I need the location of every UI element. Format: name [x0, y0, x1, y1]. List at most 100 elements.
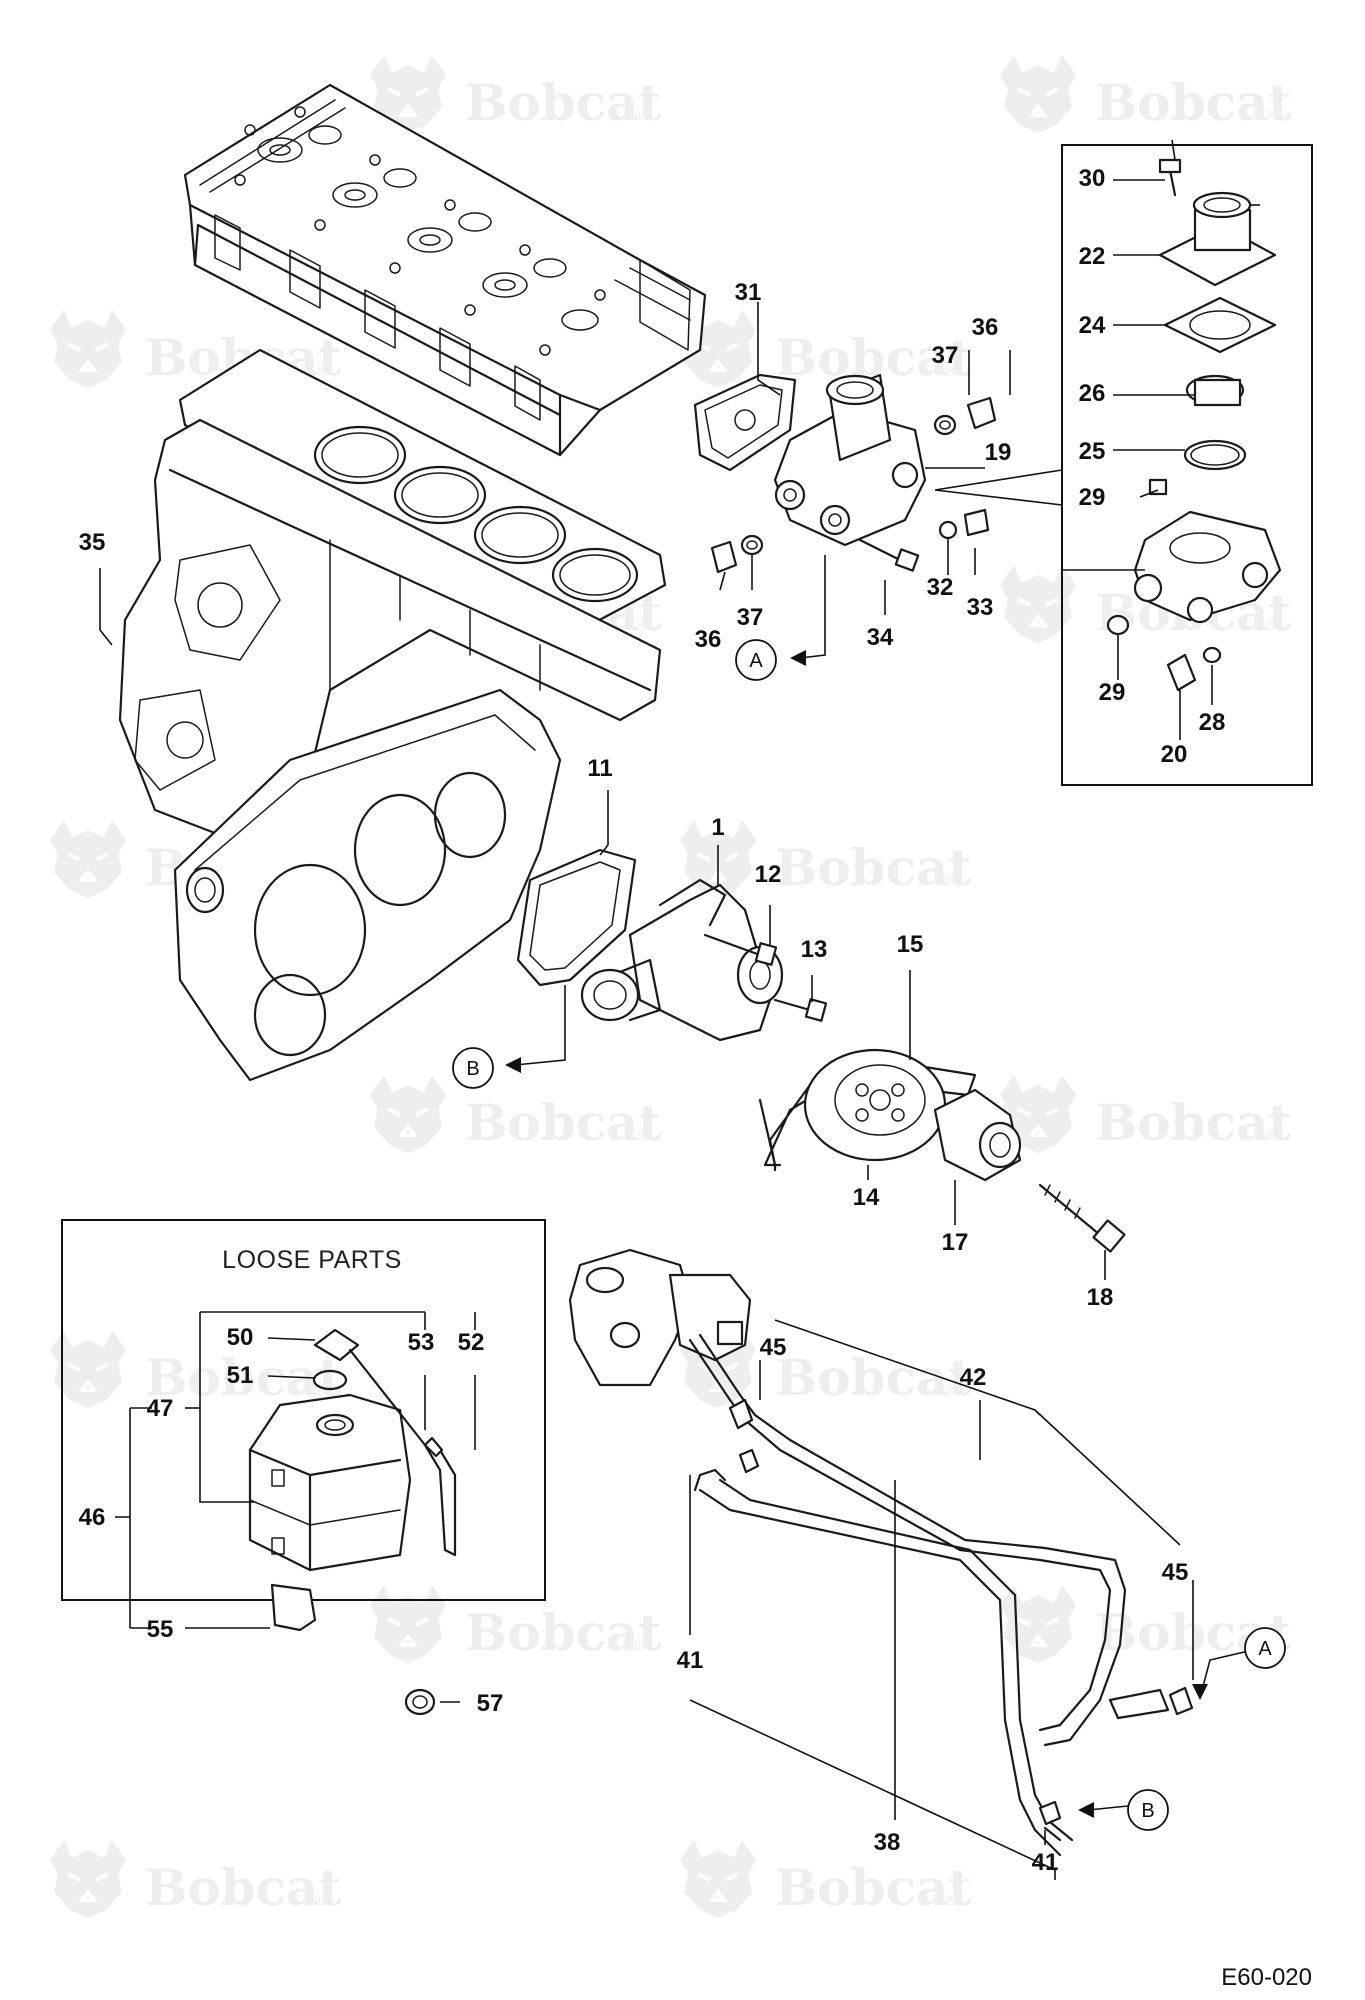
pulley-spacer [933, 1088, 1022, 1182]
watermark-registered-mark: ® [635, 1637, 647, 1654]
callout-29-bottom: 29 [1099, 679, 1126, 706]
thermostat-housing [773, 373, 927, 547]
bobcat-logo-icon [678, 1838, 758, 1920]
reference-marker-a-bottom: A [1244, 1627, 1286, 1669]
reference-marker-b-bottom: B [1127, 1789, 1169, 1831]
callout-55: 55 [147, 1616, 174, 1643]
callout-13: 13 [801, 936, 828, 963]
watermark-registered-mark: ® [315, 1892, 327, 1909]
callout-38: 38 [874, 1829, 901, 1856]
callout-42: 42 [960, 1364, 987, 1391]
watermark-registered-mark: ® [1265, 617, 1277, 634]
callout-45-top: 45 [760, 1334, 787, 1361]
watermark-registered-mark: ® [1265, 107, 1277, 124]
pulley-bolt [1038, 1183, 1126, 1253]
callout-31: 31 [735, 279, 762, 306]
callout-18: 18 [1087, 1284, 1114, 1311]
bobcat-logo-icon [368, 1073, 448, 1155]
gear-case-cover [173, 688, 562, 1082]
water-pump-gasket [516, 848, 637, 987]
watermark-registered-mark: ® [1265, 1127, 1277, 1144]
callout-33: 33 [967, 594, 994, 621]
callout-51: 51 [227, 1362, 254, 1389]
thermostat-housing-gasket [693, 373, 797, 472]
callout-32: 32 [927, 574, 954, 601]
watermark: Bobcat® [998, 1073, 1292, 1155]
callout-53: 53 [408, 1329, 435, 1356]
leader-lines [99, 139, 1260, 1880]
watermark-brand-text: Bobcat [465, 73, 662, 132]
callout-36-bottom: 36 [695, 626, 722, 653]
svg-text:B: B [1141, 1800, 1154, 1822]
callout-14: 14 [853, 1184, 880, 1211]
bobcat-logo-icon [48, 818, 128, 900]
thermostat-detail-parts [1106, 158, 1282, 692]
head-gasket [178, 348, 667, 627]
bobcat-logo-icon [998, 53, 1078, 135]
bobcat-logo-icon [998, 563, 1078, 645]
callout-50: 50 [227, 1324, 254, 1351]
watermark-brand-text: Bobcat [775, 1858, 972, 1917]
callout-37-bottom: 37 [737, 604, 764, 631]
watermark-registered-mark: ® [945, 872, 957, 889]
callout-28: 28 [1199, 709, 1226, 736]
watermark: Bobcat® [678, 1838, 972, 1920]
watermark-brand-text: Bobcat [145, 1858, 342, 1917]
callout-52: 52 [458, 1329, 485, 1356]
callout-36-top: 36 [972, 314, 999, 341]
reserve-tank-parts [248, 1328, 457, 1716]
callout-41-bottom: 41 [1032, 1849, 1059, 1876]
callout-12: 12 [755, 861, 782, 888]
callout-1: 1 [711, 814, 724, 841]
callout-17: 17 [942, 1229, 969, 1256]
callout-47: 47 [147, 1395, 174, 1422]
drawing-code: E60-020 [1221, 1964, 1312, 1991]
watermark-brand-text: Bobcat [1095, 1093, 1292, 1152]
callout-19: 19 [985, 439, 1012, 466]
thermostat-detail-box [1061, 144, 1313, 786]
watermark: Bobcat® [48, 1328, 342, 1410]
reference-marker-b-middle: B [452, 1047, 494, 1089]
fan-pulley [803, 1048, 947, 1162]
callout-45-right: 45 [1162, 1559, 1189, 1586]
bobcat-logo-icon [998, 1583, 1078, 1665]
watermark: Bobcat® [998, 53, 1292, 135]
callout-20: 20 [1161, 741, 1188, 768]
svg-text:A: A [749, 650, 763, 672]
reference-marker-a-top: A [735, 639, 777, 681]
svg-text:A: A [1258, 1638, 1272, 1660]
watermark: Bobcat® [678, 818, 972, 900]
watermark-brand-text: Bobcat [465, 1093, 662, 1152]
callout-11: 11 [587, 755, 612, 782]
watermark-registered-mark: ® [635, 1127, 647, 1144]
watermark: Bobcat® [678, 308, 972, 390]
callout-labels: 31 36 37 19 32 33 34 37 36 35 30 22 24 2… [79, 165, 1226, 1876]
watermark-registered-mark: ® [315, 362, 327, 379]
callout-34: 34 [867, 624, 894, 651]
callout-22: 22 [1079, 243, 1106, 270]
hose-assembly [568, 1248, 1194, 1857]
svg-text:B: B [466, 1058, 479, 1080]
callout-29-top: 29 [1079, 484, 1106, 511]
watermark: Bobcat® [368, 53, 662, 135]
bobcat-logo-icon [368, 1583, 448, 1665]
housing-small-parts [710, 396, 997, 574]
bobcat-logo-icon [48, 1838, 128, 1920]
cylinder-head [183, 83, 707, 457]
callout-37-top: 37 [932, 342, 959, 369]
callout-24: 24 [1079, 312, 1106, 339]
callout-57: 57 [477, 1690, 504, 1717]
water-pump [580, 878, 784, 1042]
callout-26: 26 [1079, 380, 1106, 407]
watermark: Bobcat® [368, 1583, 662, 1665]
callout-30: 30 [1079, 165, 1106, 192]
watermark-registered-mark: ® [945, 1382, 957, 1399]
watermark-brand-text: Bobcat [465, 1603, 662, 1662]
callout-15: 15 [897, 931, 924, 958]
watermark-registered-mark: ® [945, 362, 957, 379]
watermark-registered-mark: ® [635, 107, 647, 124]
watermark: Bobcat® [48, 1838, 342, 1920]
bobcat-logo-icon [48, 308, 128, 390]
watermark: Bobcat® [368, 1073, 662, 1155]
watermark-brand-text: Bobcat [1095, 73, 1292, 132]
